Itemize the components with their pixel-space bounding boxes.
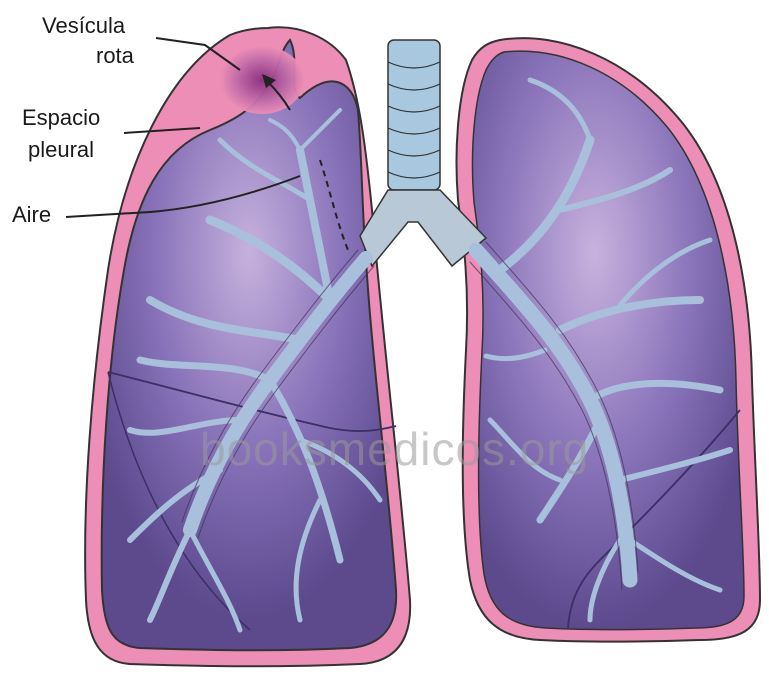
label-espacio-line1: Espacio (22, 106, 100, 130)
right-lung-tissue (473, 51, 745, 629)
label-aire: Aire (12, 203, 51, 227)
watermark: booksmedicos.org (200, 422, 589, 476)
label-vesicula-line1: Vesícula (42, 14, 125, 38)
label-vesicula-line2: rota (96, 44, 134, 68)
ruptured-bleb (220, 46, 304, 114)
label-espacio-line2: pleural (28, 138, 94, 162)
